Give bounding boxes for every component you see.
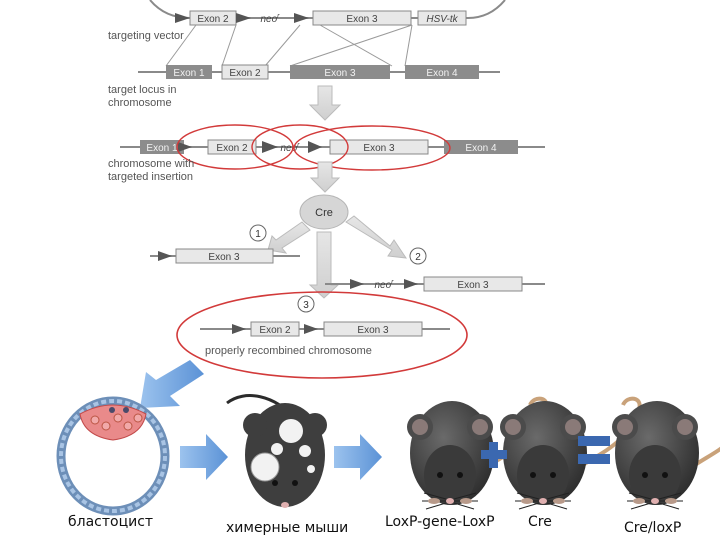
loxp-arrow-icon — [232, 324, 246, 334]
insert-neo-label: neor — [280, 142, 300, 154]
loxp-arrow-icon — [350, 279, 364, 289]
plus-icon — [481, 442, 507, 468]
chromosome-insertion-label: chromosome with targeted insertion — [108, 158, 195, 183]
loxp-arrow-icon — [404, 279, 418, 289]
properly-recombined-label: properly recombined chromosome — [205, 345, 372, 357]
vector-dna-left — [149, 0, 191, 19]
vector-hsvtk-box — [417, 10, 467, 26]
product2-exon3-label: Exon 3 — [457, 280, 489, 291]
insert-exon3-box — [329, 139, 429, 155]
locus-exon4-box — [405, 65, 479, 79]
locus-exon4-label: Exon 4 — [426, 68, 458, 79]
vector-hsvtk-label: HSV-tk — [426, 14, 458, 25]
product1-exon3-label: Exon 3 — [208, 252, 240, 263]
recombined-ellipse — [176, 291, 468, 379]
cre-label: Cre — [315, 207, 333, 219]
down-arrow-icon — [308, 85, 342, 121]
blastocyst-caption: бластоцист — [68, 514, 154, 530]
step-1-badge — [249, 224, 267, 242]
down-arrow-icon — [309, 161, 341, 193]
locus-exon1-label: Exon 1 — [173, 68, 205, 79]
product3-exon2-label: Exon 2 — [259, 325, 291, 336]
step-2-label: 2 — [415, 252, 421, 263]
product3-exon3-box — [323, 321, 423, 337]
cre-enzyme — [299, 194, 349, 230]
targeting-vector-label: targeting vector — [108, 30, 184, 42]
blue-arrow-icon — [140, 360, 204, 408]
product3-exon3-label: Exon 3 — [357, 325, 389, 336]
cre-caption: Cre — [528, 514, 552, 530]
loxp-caption: LoxP-gene-LoxP — [385, 514, 495, 530]
blue-arrow-icon — [180, 434, 228, 480]
insert-exon2-box — [207, 139, 257, 155]
recomb-ellipse-1 — [176, 124, 294, 170]
equals-icon — [578, 436, 610, 464]
locus-exon3-box — [290, 65, 390, 79]
chimeric-caption: химерные мыши — [226, 520, 349, 536]
branch-arrow-1-icon — [267, 221, 311, 254]
cre-loxp-mouse-icon — [610, 396, 720, 511]
step-1-label: 1 — [255, 229, 261, 240]
loxp-arrow-icon — [304, 324, 318, 334]
cre-loxp-caption: Cre/loxP — [624, 520, 682, 536]
recomb-ellipse-2 — [251, 124, 349, 170]
blue-arrow-icon — [334, 434, 382, 480]
vector-neo-label: neor — [260, 13, 280, 25]
vector-exon3-box — [312, 10, 412, 26]
insert-exon2-label: Exon 2 — [216, 143, 248, 154]
loxp-arrow-icon — [262, 141, 278, 153]
product1-exon3-box — [175, 248, 274, 264]
product2-neo-label: neor — [374, 279, 394, 291]
blastocyst-icon — [56, 396, 170, 516]
step-3-badge — [297, 295, 315, 313]
locus-exon2-box — [221, 64, 269, 80]
insert-exon4-box — [444, 140, 518, 154]
locus-exon2-label: Exon 2 — [229, 68, 261, 79]
loxp-arrow-icon — [178, 142, 192, 152]
crossover-lines — [165, 24, 413, 67]
loxp-arrow-icon — [308, 141, 322, 153]
vector-dna-right — [467, 0, 506, 19]
vector-exon3-label: Exon 3 — [346, 14, 378, 25]
locus-exon3-label: Exon 3 — [324, 68, 356, 79]
step-2-badge — [409, 247, 427, 265]
insert-exon1-box — [140, 140, 184, 154]
insert-exon1-label: Exon 1 — [146, 143, 178, 154]
product2-exon3-box — [423, 276, 523, 292]
branch-arrow-3-icon — [308, 231, 340, 299]
insert-exon3-label: Exon 3 — [363, 143, 395, 154]
branch-arrow-2-icon — [345, 215, 408, 259]
recomb-ellipse-3 — [293, 125, 451, 171]
insert-exon4-label: Exon 4 — [465, 143, 497, 154]
product3-exon2-box — [250, 321, 300, 337]
chimeric-mouse-icon — [226, 394, 327, 508]
locus-exon1-box — [166, 65, 212, 79]
loxp-arrow-icon — [236, 13, 251, 23]
loxp-arrow-icon — [158, 251, 172, 261]
loxp-arrow-icon — [175, 13, 190, 23]
target-locus-label: target locus in chromosome — [108, 84, 177, 109]
loxp-arrow-icon — [294, 13, 309, 23]
step-3-label: 3 — [303, 300, 309, 311]
vector-exon2-label: Exon 2 — [197, 14, 229, 25]
